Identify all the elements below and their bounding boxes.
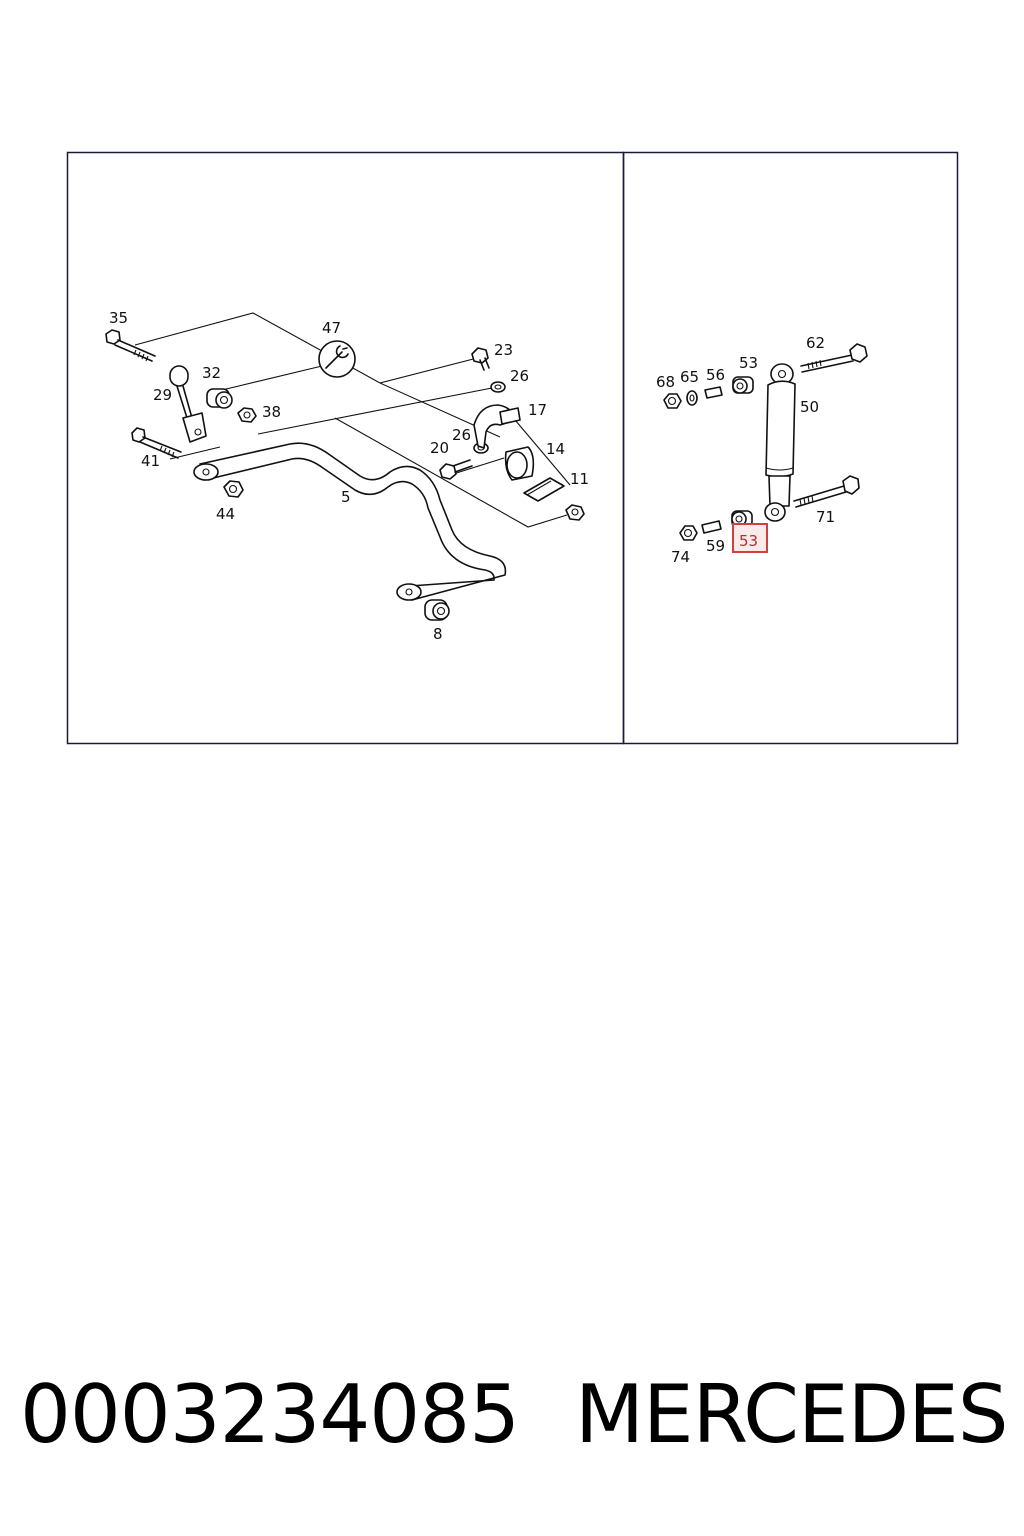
highlighted-callout[interactable]: 53 (732, 523, 768, 553)
callout-62: 62 (806, 334, 825, 352)
callout-35: 35 (109, 309, 128, 327)
callout-50: 50 (800, 398, 819, 416)
bolt-23 (471, 347, 490, 371)
stabilizer-assembly (105, 312, 585, 621)
callout-8: 8 (433, 625, 443, 643)
bolt-62 (800, 343, 868, 373)
callout-65: 65 (680, 368, 699, 386)
callout-29: 29 (153, 386, 172, 404)
nut-74 (679, 525, 698, 541)
link-29 (169, 365, 207, 443)
footer: 0003234085 MERCEDES (0, 1368, 1024, 1478)
highlighted-part-number: 53 (739, 532, 758, 550)
nut-bracket (565, 504, 585, 521)
sleeve-59 (701, 520, 722, 534)
callout-20: 20 (430, 439, 449, 457)
bushing-53-upper (732, 376, 754, 394)
callout-38: 38 (262, 403, 281, 421)
bolt-35 (105, 329, 156, 362)
callout-68: 68 (656, 373, 675, 391)
callout-23: 23 (494, 341, 513, 359)
callout-41: 41 (141, 452, 160, 470)
right-panel-frame (622, 151, 959, 745)
clamp-17 (473, 404, 521, 449)
bolt-41 (131, 427, 182, 459)
shock-absorber-assembly (663, 343, 868, 541)
nut-44 (223, 480, 244, 498)
brand-name: MERCEDES (575, 1368, 1009, 1461)
right-panel-labels: 62 68 65 56 53 50 71 74 59 (656, 334, 835, 566)
bolt-20 (439, 459, 473, 480)
bushing-8 (424, 599, 450, 621)
callout-26-lower: 26 (452, 426, 471, 444)
bushing-32 (206, 388, 233, 409)
callout-56: 56 (706, 366, 725, 384)
callout-11: 11 (570, 470, 589, 488)
callout-17: 17 (528, 401, 547, 419)
callout-59: 59 (706, 537, 725, 555)
shock-absorber-50 (764, 363, 796, 522)
nut-68 (663, 393, 682, 409)
callout-71: 71 (816, 508, 835, 526)
bushing-block-14 (504, 446, 535, 481)
stabilizer-bar-5 (193, 442, 507, 601)
left-panel-frame (66, 151, 625, 745)
left-panel-labels: 35 47 23 32 26 29 38 17 26 41 20 14 11 5… (109, 309, 589, 643)
nut-38 (237, 407, 257, 423)
callout-47: 47 (322, 319, 341, 337)
washer-26a (490, 381, 506, 393)
callout-26-upper: 26 (510, 367, 529, 385)
highlight-box (732, 523, 768, 553)
washer-65 (686, 390, 698, 406)
callout-44: 44 (216, 505, 235, 523)
callout-53-upper: 53 (739, 354, 758, 372)
bolt-71 (793, 475, 860, 508)
part-number: 0003234085 (20, 1368, 520, 1461)
sleeve-56 (704, 386, 723, 399)
callout-32: 32 (202, 364, 221, 382)
plate-11 (523, 477, 565, 502)
callout-5: 5 (341, 488, 351, 506)
callout-74: 74 (671, 548, 690, 566)
callout-14: 14 (546, 440, 565, 458)
